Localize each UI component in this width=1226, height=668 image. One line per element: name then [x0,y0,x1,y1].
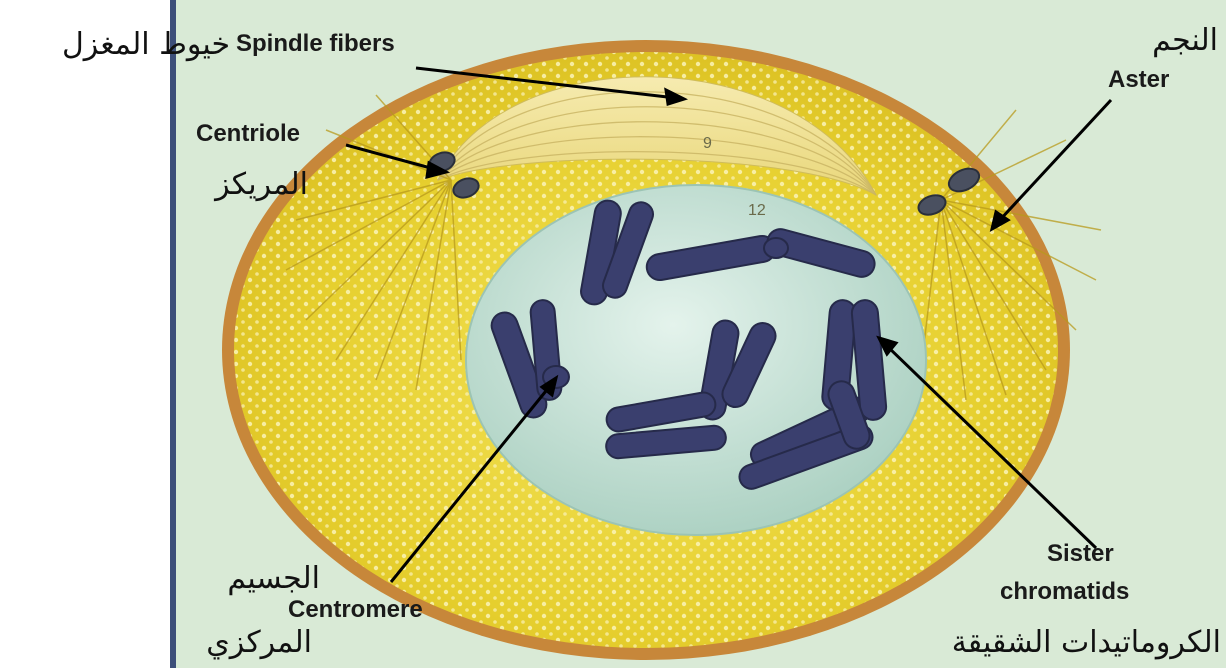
centromere-label: Centromere [288,596,423,624]
centromere-arabic-label-line2: المركزي [176,626,312,660]
model-number-12: 12 [748,202,766,219]
sister-chromatids-label-line2: chromatids [1000,578,1129,606]
aster-arrow-line [998,100,1111,222]
centriole-arabic-label: المريكز [188,168,308,202]
sister-chromatids-arabic-label: الكروماتيدات الشقيقة [905,626,1221,660]
centromere-arabic-label-line1: الجسيم [210,562,320,596]
spindle-fibers-arabic-label: خيوط المغزل [8,28,230,62]
model-number-9: 9 [703,135,712,152]
sister-chromatids-label-line1: Sister [1047,540,1114,568]
aster-label: Aster [1108,66,1169,94]
centriole-label: Centriole [196,120,300,148]
aster-arabic-label: النجم [1110,24,1218,58]
spindle-fibers-label: Spindle fibers [236,30,395,58]
centromere-top [764,238,788,258]
